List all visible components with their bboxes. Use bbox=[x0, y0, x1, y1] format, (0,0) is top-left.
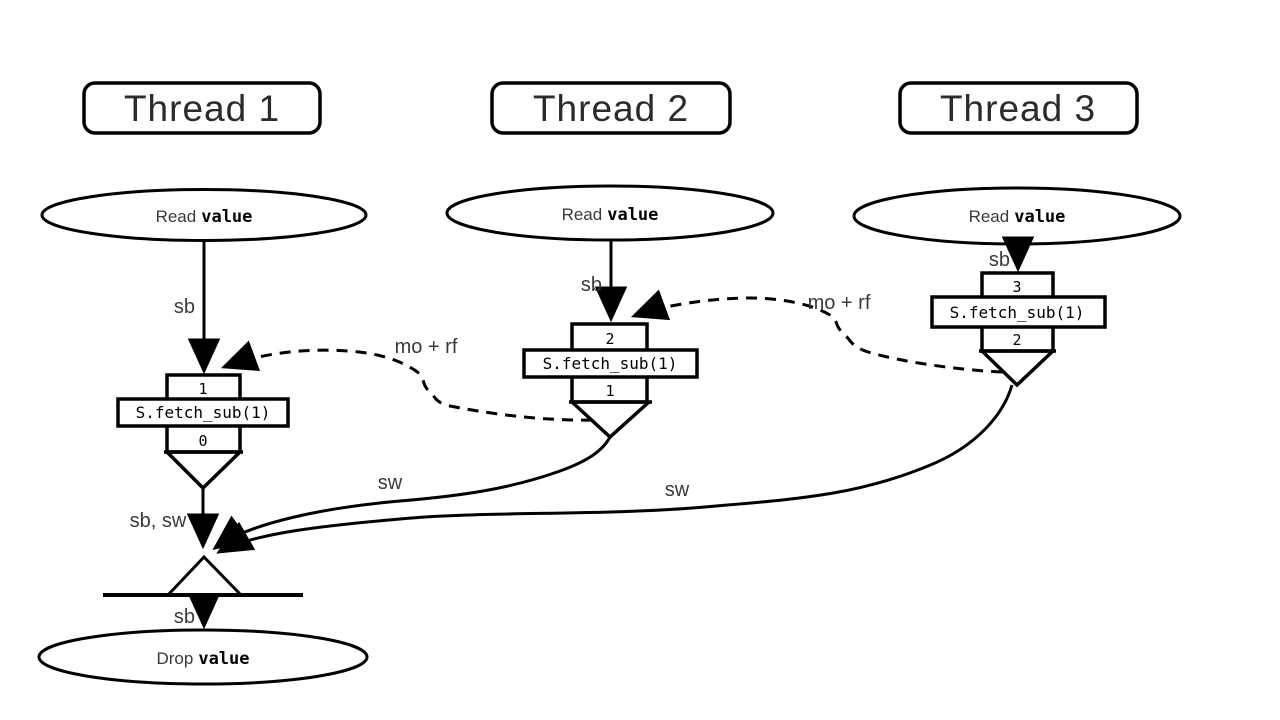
merge-node bbox=[103, 554, 303, 597]
sw-label-2: sw bbox=[665, 479, 690, 501]
op-out-1: 0 bbox=[198, 432, 207, 450]
thread-1-title: Thread 1 bbox=[124, 88, 280, 129]
merge-triangle bbox=[166, 554, 243, 597]
op-code-box-2 bbox=[522, 348, 699, 379]
op-code-2: S.fetch_sub(1) bbox=[543, 354, 678, 373]
sb-label-1: sb bbox=[174, 296, 195, 318]
thread-1-box bbox=[82, 81, 322, 135]
thread-2-box bbox=[490, 81, 732, 135]
mo-rf-label-2: mo + rf bbox=[808, 292, 871, 314]
sw-edge-thread3 bbox=[216, 384, 1014, 554]
op-funnel-1 bbox=[164, 450, 243, 491]
op-code-3: S.fetch_sub(1) bbox=[950, 303, 1085, 322]
op-in-2: 2 bbox=[605, 330, 614, 348]
sw-label-1: sw bbox=[378, 472, 403, 494]
op-in-1: 1 bbox=[198, 380, 207, 398]
sb-sw-label: sb, sw bbox=[130, 510, 187, 532]
op-funnel-2 bbox=[569, 400, 652, 440]
sw-edge-thread2 bbox=[212, 436, 612, 550]
mo-rf-label-1: mo + rf bbox=[395, 336, 458, 358]
sb-label-2: sb bbox=[581, 274, 602, 296]
thread-1-header: Thread 1 bbox=[82, 81, 322, 135]
op-code-1: S.fetch_sub(1) bbox=[136, 403, 271, 422]
fetch-sub-node-2: 2 S.fetch_sub(1) 1 bbox=[522, 322, 699, 440]
thread-2-title: Thread 2 bbox=[533, 88, 689, 129]
thread-2-header: Thread 2 bbox=[490, 81, 732, 135]
sb-label-bottom: sb bbox=[174, 606, 195, 628]
op-code-box-3 bbox=[930, 295, 1107, 329]
op-code-box-1 bbox=[116, 397, 290, 428]
thread-3-title: Thread 3 bbox=[940, 88, 1096, 129]
op-out-3: 2 bbox=[1012, 331, 1021, 349]
mo-rf-edge-2 bbox=[630, 289, 1003, 374]
fetch-sub-node-1: 1 S.fetch_sub(1) 0 bbox=[116, 373, 290, 491]
thread-3-header: Thread 3 bbox=[898, 81, 1139, 135]
thread-3-box bbox=[898, 81, 1139, 135]
op-in-3: 3 bbox=[1012, 278, 1021, 296]
op-funnel-3 bbox=[979, 349, 1056, 388]
op-out-2: 1 bbox=[605, 382, 614, 400]
fetch-sub-node-3: 3 S.fetch_sub(1) 2 bbox=[930, 271, 1107, 388]
drop-value-ellipse bbox=[37, 628, 369, 686]
sb-label-3: sb bbox=[989, 249, 1010, 271]
